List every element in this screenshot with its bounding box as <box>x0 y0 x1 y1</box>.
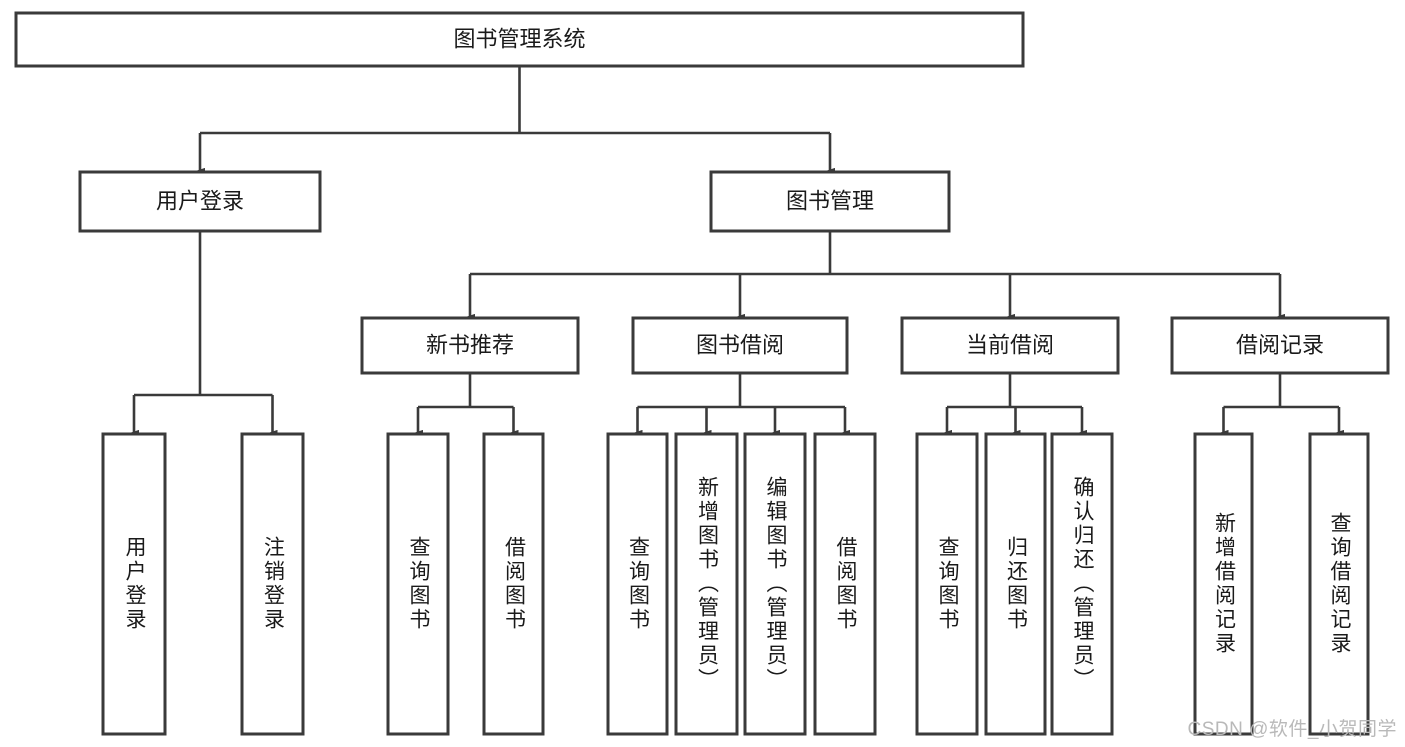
node-新书推荐-label: 新书推荐 <box>426 332 514 357</box>
leaf-box-8[interactable] <box>915 432 979 736</box>
leaf-box-4[interactable] <box>606 432 669 736</box>
leaf-box-6[interactable] <box>743 432 807 736</box>
node-用户登录-label: 用户登录 <box>156 188 244 213</box>
node-图书借阅-label: 图书借阅 <box>696 332 784 357</box>
node-借阅记录-label: 借阅记录 <box>1236 332 1324 357</box>
node-借阅记录[interactable] <box>1170 316 1390 375</box>
leaf-box-12[interactable] <box>1308 432 1370 736</box>
node-当前借阅[interactable] <box>900 316 1120 375</box>
node-新书推荐[interactable] <box>360 316 580 375</box>
leaf-box-5[interactable] <box>674 432 739 736</box>
leaf-box-1[interactable] <box>240 432 305 736</box>
leaf-box-11[interactable] <box>1193 432 1254 736</box>
node-当前借阅-label: 当前借阅 <box>966 332 1054 357</box>
leaf-box-0[interactable] <box>101 432 167 736</box>
leaf-box-7[interactable] <box>813 432 877 736</box>
node-用户登录[interactable] <box>78 170 322 233</box>
leaf-box-9[interactable] <box>984 432 1047 736</box>
node-图书管理[interactable] <box>709 170 951 233</box>
leaf-box-10[interactable] <box>1050 432 1114 736</box>
watermark: CSDN @软件_小贺同学 <box>1187 719 1397 740</box>
leaf-box-2[interactable] <box>386 432 450 736</box>
leaf-box-3[interactable] <box>482 432 545 736</box>
node-图书管理系统-label: 图书管理系统 <box>453 26 585 51</box>
node-图书管理系统[interactable] <box>14 11 1025 68</box>
connector-edges <box>128 66 1345 437</box>
node-图书借阅[interactable] <box>631 316 849 375</box>
node-图书管理-label: 图书管理 <box>786 188 874 213</box>
